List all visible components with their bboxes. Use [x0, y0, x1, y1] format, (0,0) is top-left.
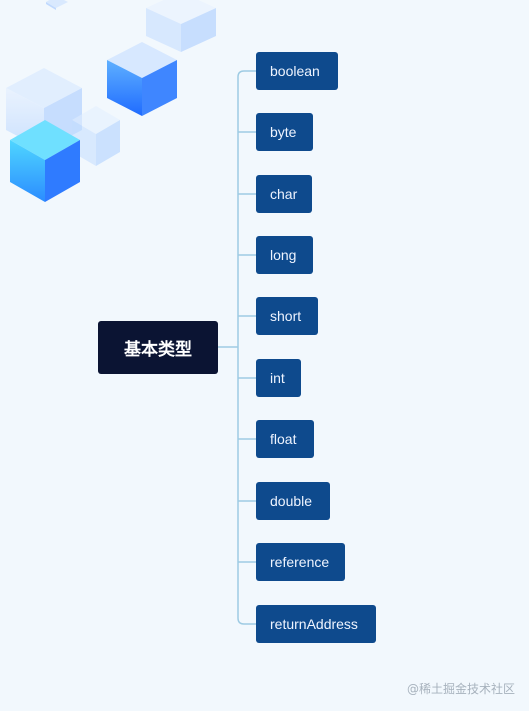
cube-icon	[72, 106, 120, 166]
cube-icon	[46, 0, 68, 10]
child-node: boolean	[256, 52, 338, 90]
child-node-label: long	[270, 247, 297, 263]
child-node: short	[256, 297, 318, 335]
watermark: @稀土掘金技术社区	[406, 682, 515, 696]
child-node-label: boolean	[270, 63, 320, 79]
child-node: char	[256, 175, 312, 213]
cube-icon	[10, 120, 80, 202]
child-node-label: double	[270, 493, 313, 509]
root-node-label: 基本类型	[124, 340, 192, 360]
branch-connector	[237, 617, 256, 625]
child-node: reference	[256, 543, 345, 581]
cube-icon	[107, 42, 177, 116]
child-node: float	[256, 420, 314, 458]
child-node-label: byte	[270, 124, 297, 140]
child-node: returnAddress	[256, 605, 376, 643]
child-node: long	[256, 236, 313, 274]
child-node-label: float	[270, 431, 297, 447]
child-node-label: char	[270, 186, 298, 202]
child-node: int	[256, 359, 301, 397]
child-node-label: short	[270, 308, 302, 324]
child-node-label: reference	[270, 554, 330, 570]
child-node: double	[256, 482, 330, 520]
decorative-cubes	[6, 0, 216, 202]
child-node: byte	[256, 113, 313, 151]
root-node: 基本类型	[98, 321, 218, 374]
cube-icon	[146, 0, 216, 52]
branch-connector	[237, 70, 256, 78]
child-node-label: int	[270, 370, 285, 386]
child-node-label: returnAddress	[270, 616, 358, 632]
